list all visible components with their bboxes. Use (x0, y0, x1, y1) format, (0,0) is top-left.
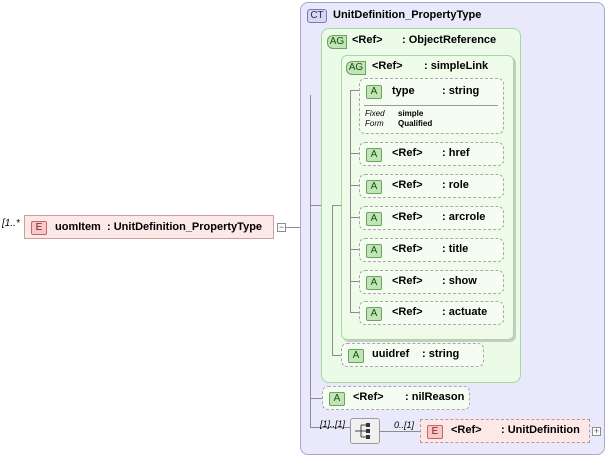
root-element-name: uomItem (55, 221, 101, 233)
attribute-badge: A (366, 244, 382, 258)
attribute-href[interactable]: A <Ref> : href (359, 142, 504, 166)
attribute-title[interactable]: A <Ref> : title (359, 238, 504, 262)
sequence-icon (355, 423, 370, 439)
attribute-ref: <Ref> (392, 211, 423, 223)
connector-line (332, 355, 342, 356)
attribute-badge: A (366, 212, 382, 226)
unit-definition-cardinality: 0..[1] (394, 420, 415, 430)
attribute-type: : arcrole (442, 211, 486, 223)
form-label: Form (365, 119, 384, 128)
fixed-label: Fixed (365, 109, 385, 118)
connector-line (310, 398, 324, 399)
connector-line (310, 95, 311, 427)
connector-line (350, 281, 360, 282)
type-attribute-name: type (392, 85, 415, 97)
root-cardinality: [1..* (2, 218, 20, 229)
connector-line (350, 217, 360, 218)
type-attribute-type: : string (442, 85, 480, 97)
attribute-ref: <Ref> (392, 147, 423, 159)
connector-line (350, 90, 360, 91)
element-badge: E (427, 425, 443, 439)
attribute-type: : show (442, 275, 477, 287)
connector-line (380, 431, 420, 432)
root-element-uomitem[interactable]: E uomItem : UnitDefinition_PropertyType (24, 215, 274, 239)
unit-definition-ref: <Ref> (451, 424, 482, 436)
attribute-badge: A (329, 392, 345, 406)
unit-definition-element[interactable]: E <Ref> : UnitDefinition (420, 419, 590, 443)
attribute-badge: A (366, 276, 382, 290)
attribute-type: : actuate (442, 306, 488, 318)
attribute-show[interactable]: A <Ref> : show (359, 270, 504, 294)
attribute-badge: A (348, 349, 364, 363)
simple-link-type: : simpleLink (424, 60, 489, 72)
sequence-compositor[interactable] (350, 418, 380, 444)
type-attribute[interactable]: A type : string Fixed simple Form Qualif… (359, 78, 504, 134)
element-badge: E (31, 221, 47, 235)
nilreason-ref: <Ref> (353, 391, 384, 403)
attribute-badge: A (366, 307, 382, 321)
attribute-uuidref[interactable]: A uuidref : string (341, 343, 484, 367)
connector-line (350, 312, 360, 313)
uuidref-name: uuidref (372, 348, 410, 360)
connector-line (310, 427, 364, 428)
attribute-badge: A (366, 180, 382, 194)
attribute-role[interactable]: A <Ref> : role (359, 174, 504, 198)
connector-line (332, 205, 333, 355)
connector-line (350, 249, 360, 250)
connector-line (332, 205, 342, 206)
nilreason-type: : nilReason (405, 391, 465, 403)
connector-line (286, 227, 310, 228)
complex-type-name: UnitDefinition_PropertyType (333, 9, 482, 21)
attribute-type: : href (442, 147, 470, 159)
collapse-toggle[interactable]: − (277, 222, 286, 232)
unit-definition-type: : UnitDefinition (501, 424, 580, 436)
connector-line (350, 90, 351, 312)
attribute-ref: <Ref> (392, 243, 423, 255)
connector-line (310, 205, 324, 206)
attribute-group-badge: AG (346, 61, 366, 75)
attribute-arcrole[interactable]: A <Ref> : arcrole (359, 206, 504, 230)
attribute-type: : role (442, 179, 469, 191)
object-reference-ref: <Ref> (352, 34, 383, 46)
divider (364, 105, 498, 106)
uuidref-type: : string (422, 348, 460, 360)
connector-line (350, 153, 360, 154)
root-element-type: : UnitDefinition_PropertyType (107, 221, 263, 233)
attribute-ref: <Ref> (392, 275, 423, 287)
attribute-ref: <Ref> (392, 179, 423, 191)
form-value: Qualified (398, 119, 433, 128)
complex-type-badge: CT (307, 9, 327, 23)
connector-line (350, 185, 360, 186)
simple-link-ref: <Ref> (372, 60, 403, 72)
object-reference-type: : ObjectReference (402, 34, 497, 46)
attribute-actuate[interactable]: A <Ref> : actuate (359, 301, 504, 325)
attribute-badge: A (366, 85, 382, 99)
attribute-group-badge: AG (327, 35, 347, 49)
fixed-value: simple (398, 109, 424, 118)
attribute-badge: A (366, 148, 382, 162)
attribute-ref: <Ref> (392, 306, 423, 318)
attribute-type: : title (442, 243, 469, 255)
attribute-nilreason[interactable]: A <Ref> : nilReason (322, 386, 470, 410)
sequence-cardinality: [1]..[1] (320, 419, 346, 429)
expand-toggle[interactable]: + (592, 426, 601, 436)
